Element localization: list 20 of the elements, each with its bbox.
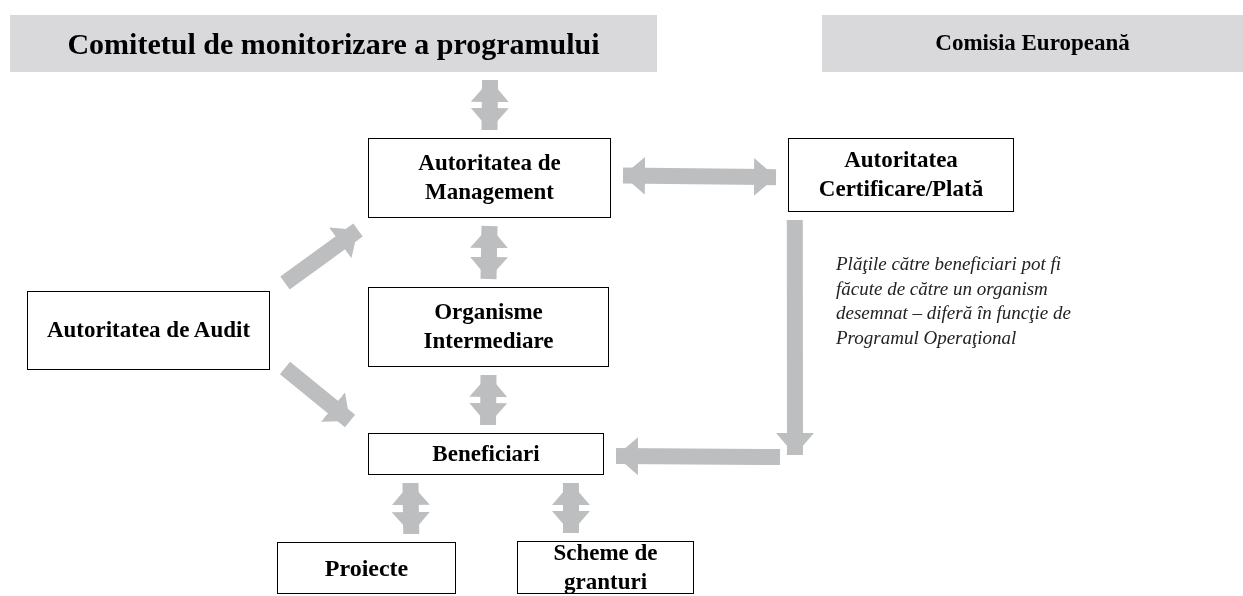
process-box: Autoritatea Certificare/Plată — [788, 138, 1014, 212]
process-box: Organisme Intermediare — [368, 287, 609, 367]
block-arrow — [469, 225, 509, 280]
process-box: Scheme de granturi — [517, 541, 694, 594]
block-arrow — [280, 223, 363, 290]
block-arrow — [551, 483, 590, 534]
note-text: Plăţile către beneficiari pot fi făcute de către un organism desemnat – diferă în funcţie de Programul Operaţional — [836, 252, 1072, 351]
process-box: Autoritatea de Audit — [27, 291, 270, 370]
block-arrow — [615, 437, 781, 476]
process-box: Proiecte — [277, 542, 456, 594]
process-box: Beneficiari — [368, 433, 604, 475]
block-arrow — [469, 374, 508, 426]
header-band: Comisia Europeană — [822, 15, 1243, 72]
block-arrow — [470, 79, 509, 131]
header-band: Comitetul de monitorizare a programului — [10, 15, 657, 72]
process-box: Autoritatea de Management — [368, 138, 611, 218]
block-arrow — [391, 482, 430, 535]
block-arrow — [279, 361, 356, 428]
block-arrow — [622, 156, 777, 196]
block-arrow — [776, 220, 814, 455]
